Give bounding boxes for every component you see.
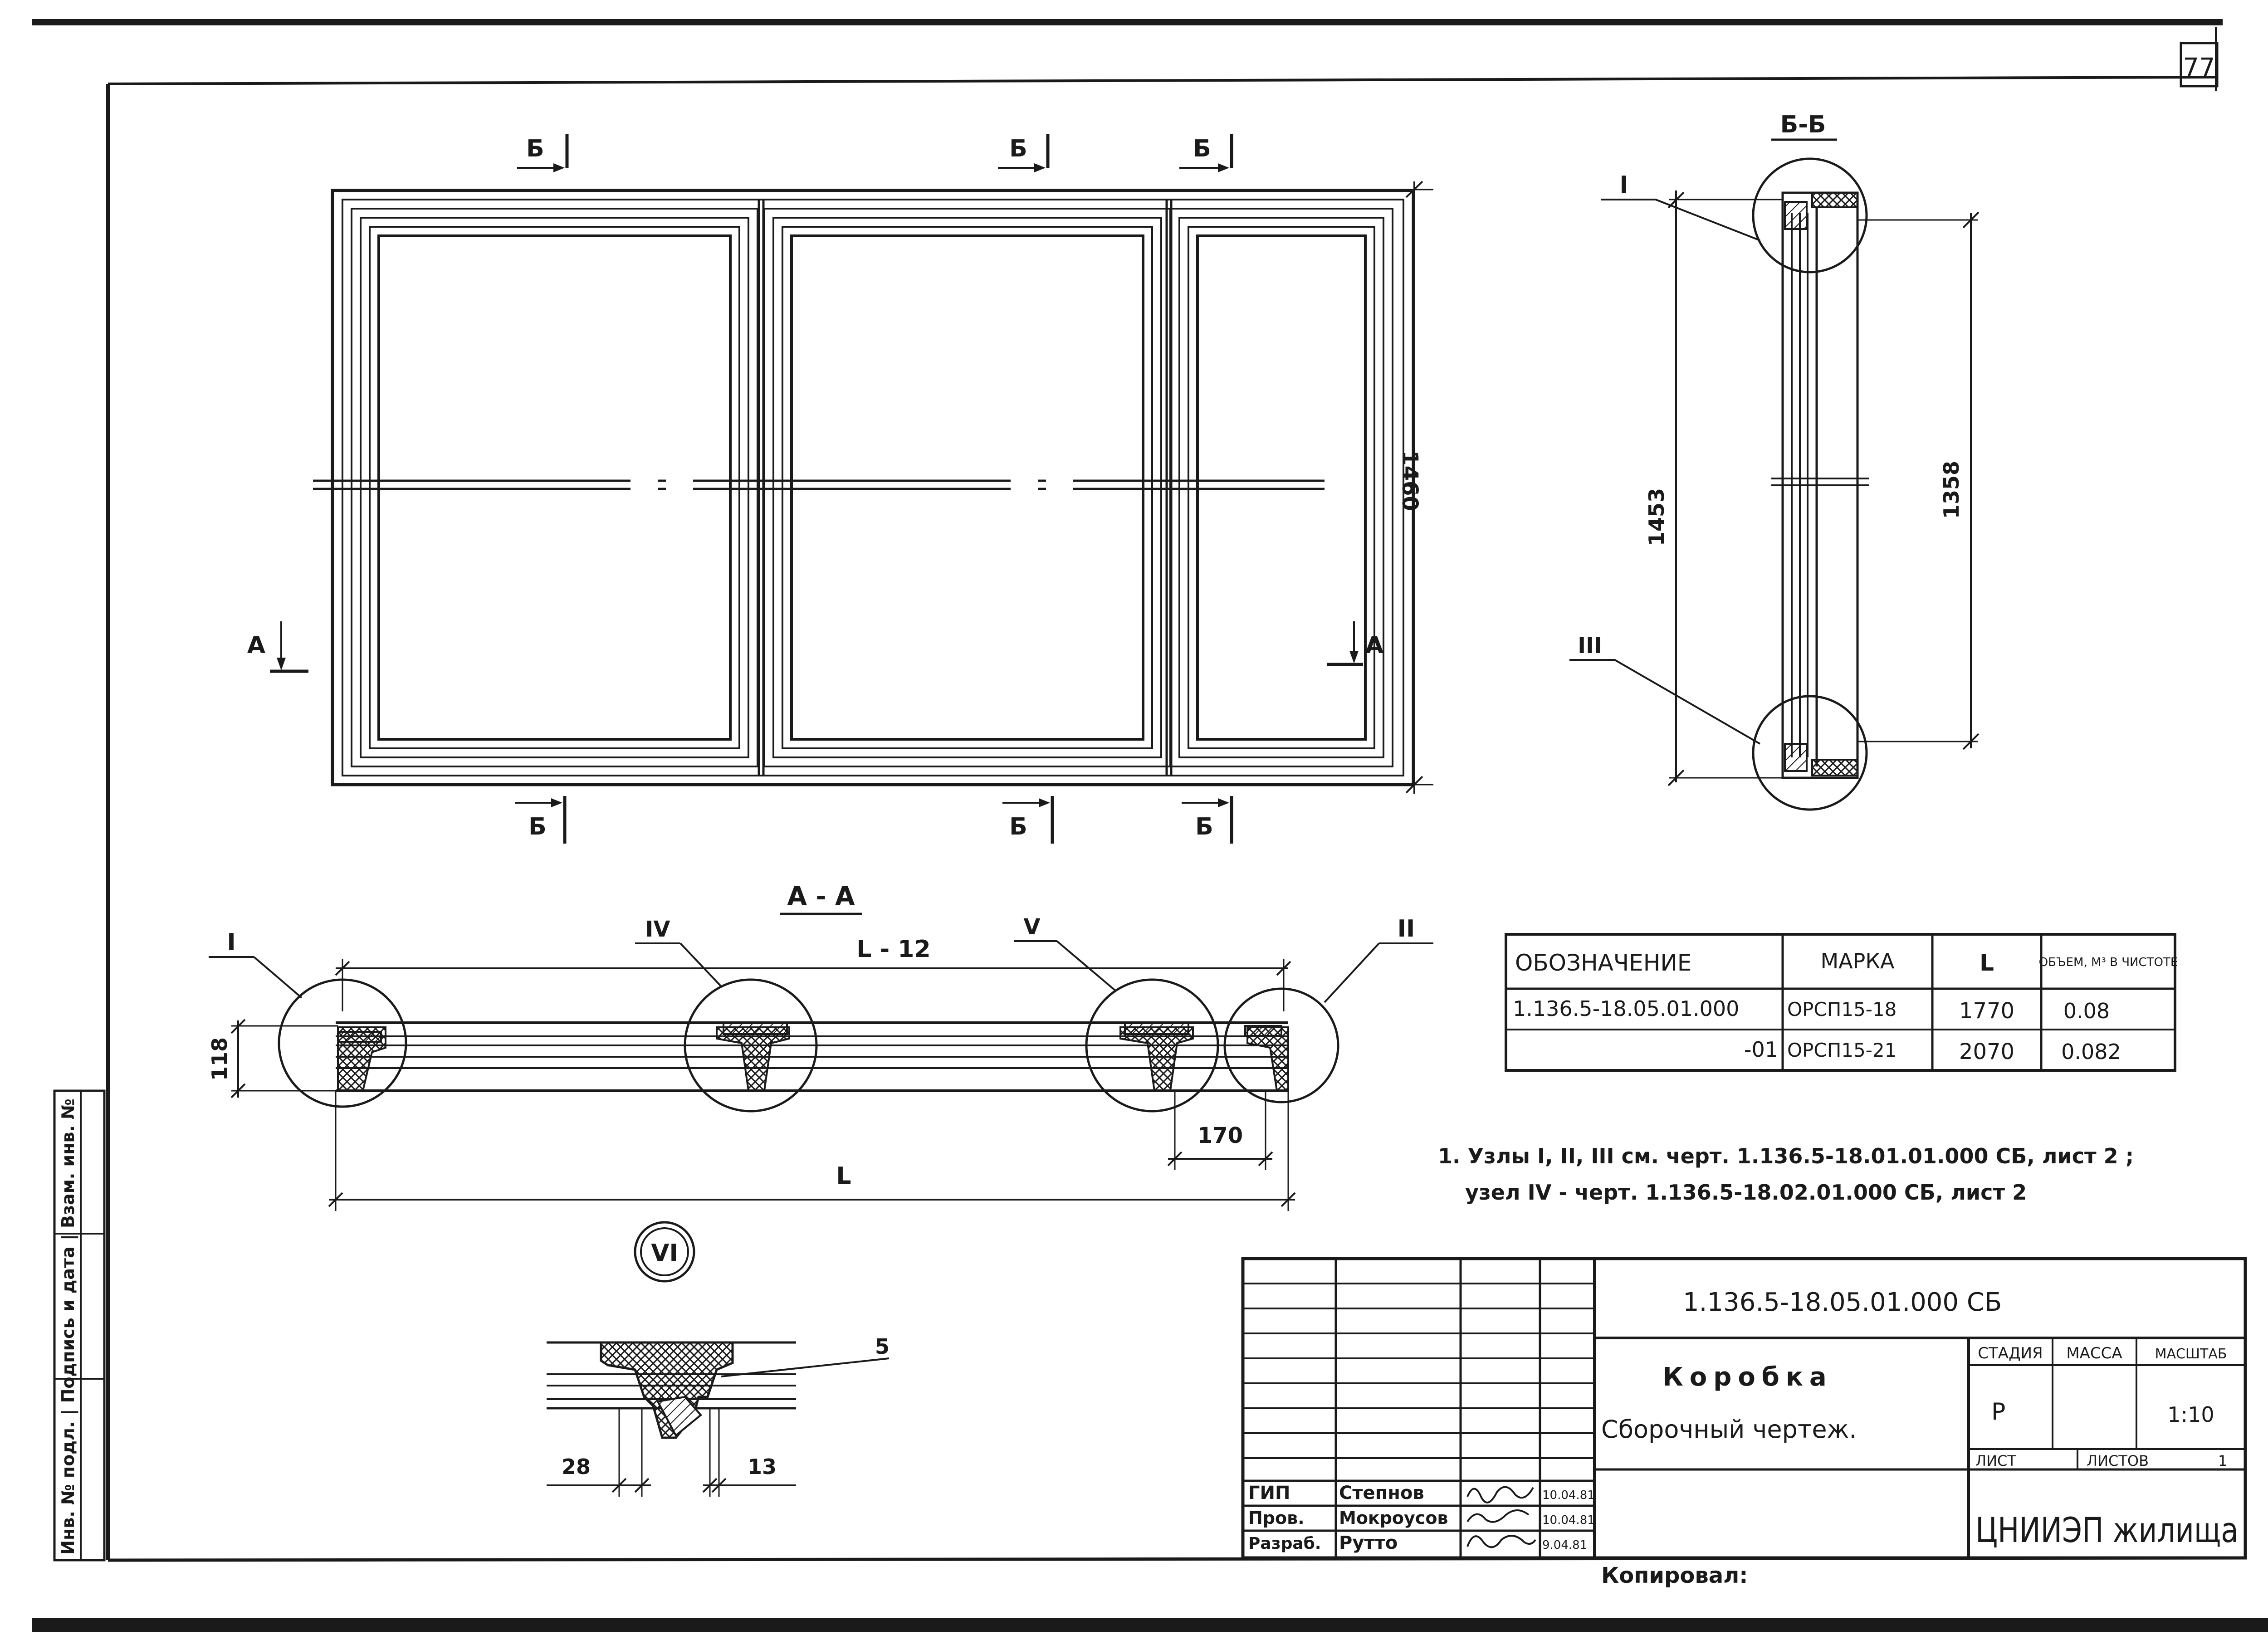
- svg-text:I: I: [227, 929, 235, 956]
- title-name-2: Сборочный чертеж.: [1601, 1415, 1857, 1444]
- svg-text:L - 12: L - 12: [856, 936, 930, 963]
- svg-text:СТАДИЯ: СТАДИЯ: [1978, 1344, 2043, 1362]
- section-mark-b-bottom-1: Б: [515, 796, 567, 844]
- svg-text:2070: 2070: [1959, 1039, 2014, 1064]
- svg-text:170: 170: [1198, 1123, 1243, 1148]
- svg-text:Б: Б: [1009, 813, 1027, 840]
- spec-table: ОБОЗНАЧЕНИЕ МАРКА L ОБЪЕМ, М³ В ЧИСТОТЕ …: [1505, 933, 2178, 1072]
- sash-right: [1169, 208, 1393, 767]
- sash-middle: [763, 208, 1171, 767]
- node-vi: VI 5 28 13: [547, 1221, 890, 1497]
- node-vi-label: VI: [651, 1240, 678, 1267]
- svg-text:МАСШТАБ: МАСШТАБ: [2155, 1346, 2227, 1362]
- svg-text:МАССА: МАССА: [2066, 1344, 2122, 1362]
- svg-text:IV: IV: [645, 917, 670, 942]
- svg-text:Б: Б: [526, 135, 544, 162]
- title-name-1: Коробка: [1662, 1362, 1833, 1392]
- section-bb-title: Б-Б: [1780, 111, 1826, 138]
- svg-text:0.08: 0.08: [2063, 999, 2110, 1023]
- signature-1: [1466, 1486, 1534, 1503]
- spec-header-l: L: [1980, 950, 1994, 976]
- section-mark-b-bottom-3: Б: [1182, 796, 1233, 844]
- svg-text:13: 13: [748, 1455, 777, 1479]
- sash-left: [351, 208, 758, 767]
- page-number: 77: [2183, 53, 2215, 83]
- svg-text:I: I: [1619, 171, 1628, 199]
- svg-text:Б: Б: [528, 813, 547, 840]
- svg-text:А: А: [247, 632, 265, 659]
- dim-height-1460: 1460: [1397, 181, 1433, 794]
- svg-text:Рутто: Рутто: [1339, 1533, 1398, 1553]
- copied-by: Копировал:: [1601, 1563, 1748, 1588]
- title-block: 1.136.5-18.05.01.000 СБ Коробка Сборочны…: [1241, 1257, 2247, 1588]
- svg-text:Пров.: Пров.: [1248, 1508, 1305, 1528]
- node-circle-v: [1085, 978, 1219, 1113]
- svg-text:0.082: 0.082: [2061, 1040, 2121, 1064]
- page-number-box: 77: [2180, 42, 2219, 88]
- svg-text:Степнов: Степнов: [1339, 1483, 1424, 1503]
- scan-top-bar: [32, 19, 2223, 25]
- svg-text:ОРСП15-21: ОРСП15-21: [1787, 1039, 1897, 1061]
- svg-text:Б: Б: [1009, 135, 1027, 162]
- svg-text:II: II: [1398, 915, 1415, 942]
- svg-text:1358: 1358: [1939, 461, 1964, 519]
- signature-2: [1466, 1509, 1530, 1523]
- section-aa: А - А I IV V I: [207, 882, 1433, 1211]
- node-circle-iii-bb: [1752, 695, 1868, 811]
- section-mark-a-right: А: [1327, 621, 1383, 666]
- section-mark-a-left: А: [247, 621, 308, 673]
- spec-header-mark: МАРКА: [1820, 949, 1895, 973]
- svg-text:10.04.81: 10.04.81: [1542, 1489, 1595, 1502]
- svg-text:1770: 1770: [1959, 998, 2014, 1024]
- organization: ЦНИИЭП жилища: [1975, 1510, 2239, 1550]
- svg-text:9.04.81: 9.04.81: [1542, 1538, 1587, 1552]
- side-stamp-text: Инв. № подл. | Подпись и дата | Взам. ин…: [58, 1098, 78, 1555]
- svg-text:1.136.5-18.05.01.000: 1.136.5-18.05.01.000: [1513, 996, 1739, 1021]
- section-mark-b-top-2: Б: [998, 134, 1050, 172]
- svg-text:Б: Б: [1195, 813, 1213, 840]
- spec-header-designation: ОБОЗНАЧЕНИЕ: [1515, 950, 1691, 976]
- svg-text:5: 5: [875, 1334, 890, 1359]
- notes: 1. Узлы I, II, III см. черт. 1.136.5-18.…: [1438, 1144, 2134, 1205]
- svg-text:Разраб.: Разраб.: [1248, 1534, 1321, 1553]
- svg-text:1460: 1460: [1397, 450, 1422, 511]
- section-mark-b-top-1: Б: [517, 134, 569, 172]
- scan-bottom-bar: [32, 1618, 2268, 1632]
- svg-text:28: 28: [562, 1455, 591, 1479]
- svg-text:III: III: [1578, 633, 1602, 659]
- svg-text:10.04.81: 10.04.81: [1542, 1513, 1595, 1527]
- svg-text:Б: Б: [1193, 135, 1211, 162]
- node-circle-i-bb: [1752, 157, 1868, 273]
- signature-3: [1466, 1535, 1536, 1548]
- svg-text:А: А: [1365, 632, 1383, 659]
- svg-text:V: V: [1023, 914, 1040, 940]
- svg-text:1453: 1453: [1644, 488, 1669, 546]
- section-aa-title: А - А: [787, 882, 855, 911]
- svg-text:ЛИСТОВ: ЛИСТОВ: [2087, 1452, 2149, 1469]
- note-line-2: узел IV - черт. 1.136.5-18.02.01.000 СБ,…: [1465, 1180, 2027, 1205]
- node-circle-iv: [684, 978, 818, 1113]
- svg-text:Р: Р: [1991, 1398, 2005, 1425]
- svg-text:L: L: [836, 1162, 851, 1190]
- note-line-1: 1. Узлы I, II, III см. черт. 1.136.5-18.…: [1438, 1144, 2134, 1168]
- svg-text:1: 1: [2218, 1452, 2227, 1469]
- section-mark-b-bottom-2: Б: [1002, 796, 1054, 844]
- svg-text:Мокроусов: Мокроусов: [1339, 1508, 1448, 1528]
- side-stamp: Инв. № подл. | Подпись и дата | Взам. ин…: [53, 1089, 106, 1562]
- spec-header-volume: ОБЪЕМ, М³ В ЧИСТОТЕ: [2039, 956, 2178, 969]
- svg-text:1:10: 1:10: [2167, 1402, 2214, 1427]
- svg-text:-01: -01: [1744, 1037, 1778, 1062]
- sheet-frame: [106, 27, 2246, 1562]
- svg-text:ГИП: ГИП: [1248, 1483, 1290, 1503]
- section-mark-b-top-3: Б: [1179, 134, 1233, 172]
- node-circle-ii: [1223, 987, 1339, 1103]
- front-view: Б Б Б Б Б Б: [247, 134, 1433, 844]
- svg-text:118: 118: [207, 1037, 232, 1081]
- title-designation: 1.136.5-18.05.01.000 СБ: [1683, 1288, 2002, 1317]
- section-bb: Б-Б I III 1453: [1569, 111, 1980, 811]
- svg-text:ОРСП15-18: ОРСП15-18: [1787, 998, 1897, 1020]
- svg-text:ЛИСТ: ЛИСТ: [1975, 1452, 2016, 1469]
